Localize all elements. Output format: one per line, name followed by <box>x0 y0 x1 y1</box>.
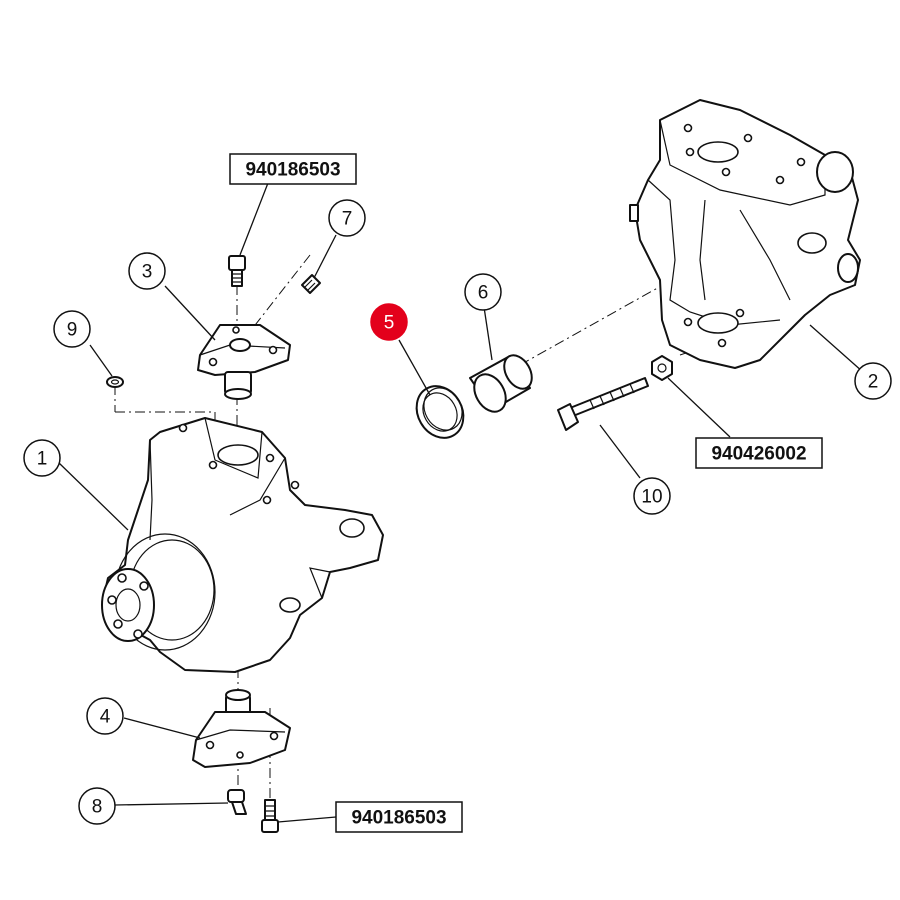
bushing-part-6 <box>469 354 533 413</box>
callout-1-label: 1 <box>37 449 48 470</box>
nut <box>651 355 673 381</box>
callout-8: 8 <box>78 787 116 825</box>
callout-7: 7 <box>328 199 366 237</box>
grease-nipple-part-7 <box>301 274 321 294</box>
callout-6-label: 6 <box>478 283 489 304</box>
part-number-nut-text: 940426002 <box>711 444 806 465</box>
upper-king-pin-cap-part-3 <box>197 324 291 400</box>
callout-9: 9 <box>53 310 91 348</box>
callout-3: 3 <box>128 252 166 290</box>
callout-4: 4 <box>86 697 124 735</box>
grease-nipple-part-8 <box>227 789 247 815</box>
part-number-nut: 940426002 <box>695 437 823 469</box>
callout-5-label: 5 <box>384 313 395 334</box>
part-number-top-bolt: 940186503 <box>229 153 357 185</box>
bottom-bolt <box>261 799 279 833</box>
leader-lines <box>57 182 873 823</box>
callout-10: 10 <box>633 477 671 515</box>
top-bolt <box>228 255 246 287</box>
part-number-bottom-bolt: 940186503 <box>335 801 463 833</box>
callout-8-label: 8 <box>92 797 103 818</box>
callout-3-label: 3 <box>142 262 153 283</box>
part-number-top-bolt-text: 940186503 <box>245 160 340 181</box>
callout-10-label: 10 <box>641 487 662 508</box>
washer-part-9 <box>106 376 124 388</box>
callout-2: 2 <box>854 362 892 400</box>
callout-6: 6 <box>464 273 502 311</box>
callout-2-label: 2 <box>868 372 879 393</box>
callout-5: 5 <box>370 303 408 341</box>
callout-7-label: 7 <box>342 209 353 230</box>
callout-4-label: 4 <box>100 707 111 728</box>
callout-1: 1 <box>23 439 61 477</box>
axle-housing-part-2 <box>629 99 861 369</box>
seal-ring-part-5 <box>415 385 465 439</box>
part-number-bottom-bolt-text: 940186503 <box>351 808 446 829</box>
long-bolt-part-10 <box>557 377 649 431</box>
callout-9-label: 9 <box>67 320 78 341</box>
steering-knuckle-part-1 <box>101 417 384 673</box>
lower-king-pin-cap-part-4 <box>192 689 291 768</box>
